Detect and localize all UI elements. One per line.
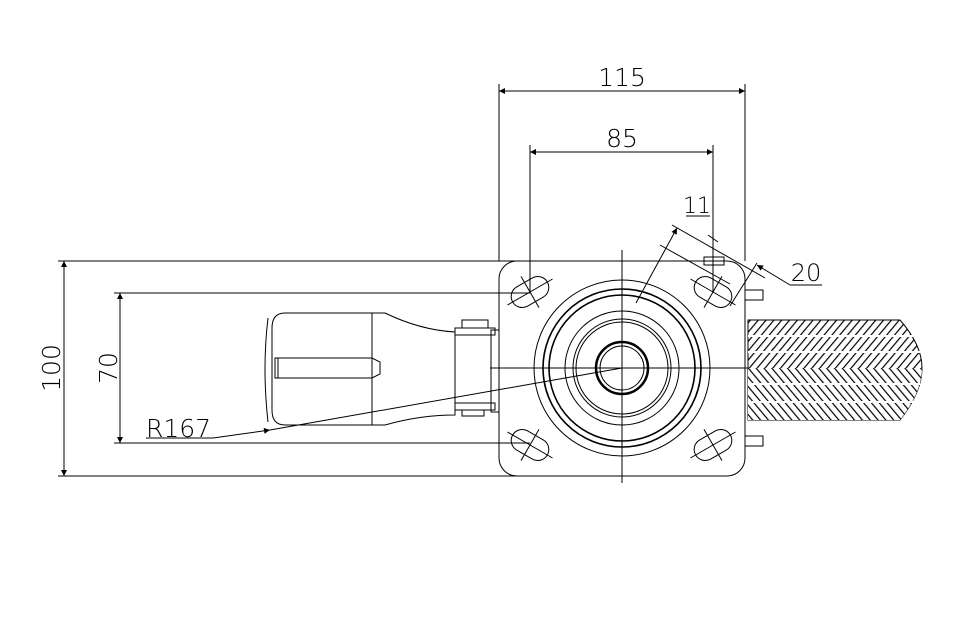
top-plate (490, 250, 764, 483)
dim-label-70: 70 (94, 352, 123, 384)
dimension-11: 11 (635, 194, 766, 304)
dim-label-11: 11 (683, 194, 711, 219)
fork-arm (264, 312, 500, 426)
dim-label-100: 100 (37, 344, 66, 392)
dim-label-115: 115 (598, 63, 646, 92)
dim-label-20: 20 (791, 259, 822, 287)
dimension-100: 100 (37, 261, 67, 476)
dimension-70: 70 (94, 293, 123, 443)
dimension-20: 20 (729, 259, 822, 307)
wheel-tread (747, 319, 923, 421)
dimension-r167: R167 (146, 367, 623, 443)
swivel-bearing-rings (533, 279, 711, 457)
dimension-85: 85 (530, 124, 713, 155)
dim-label-r167: R167 (146, 414, 211, 443)
extension-lines (58, 84, 746, 477)
mounting-slots (507, 276, 736, 461)
dim-label-85: 85 (606, 124, 638, 153)
dimension-115: 115 (499, 63, 745, 94)
